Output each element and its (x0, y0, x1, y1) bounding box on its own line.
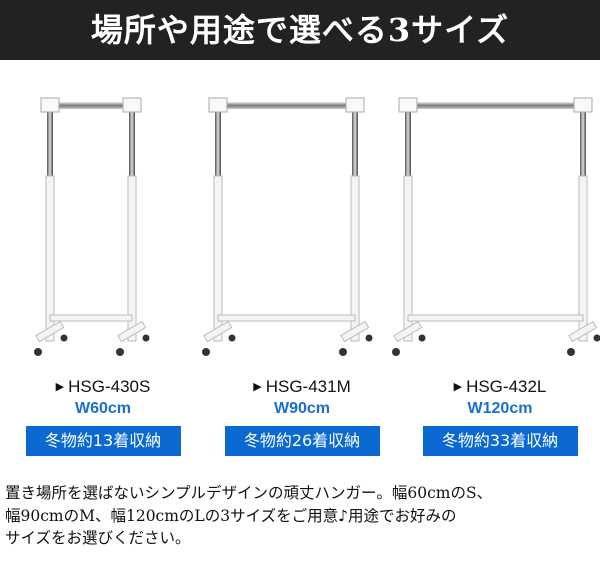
hanger-rack-images (34, 97, 600, 356)
capacity-badge: 冬物約26着収納 (224, 426, 380, 456)
caster-icon (567, 348, 575, 356)
width-label: W120cm (467, 400, 533, 417)
foot (203, 320, 233, 343)
connector (573, 97, 593, 113)
foot (393, 320, 423, 343)
capacity-badge: 冬物約33着収納 (422, 426, 578, 456)
foot (340, 320, 370, 343)
cross-bar (49, 314, 133, 322)
cross-bar (407, 314, 584, 322)
connector (345, 97, 365, 113)
caster-icon (392, 348, 400, 356)
triangle-right-icon: ▶ (453, 381, 463, 393)
connector (398, 97, 418, 113)
chrome-pole (47, 108, 53, 176)
connector (208, 97, 228, 113)
foot (568, 320, 598, 343)
caster-icon (34, 348, 42, 356)
width-label: W90cm (273, 400, 331, 417)
caster-icon (593, 334, 600, 342)
white-pole (45, 175, 55, 342)
chrome-pole (129, 108, 135, 176)
hanger-bar (408, 102, 583, 109)
capacity-badge: 冬物約13着収納 (25, 426, 181, 456)
caster-icon (202, 348, 210, 356)
model-name: HSG-432L (466, 377, 547, 396)
foot (35, 320, 65, 343)
white-pole (403, 175, 413, 342)
caster-icon (365, 334, 373, 342)
white-pole (350, 175, 360, 342)
triangle-right-icon: ▶ (253, 381, 262, 393)
product-large: ▶HSG-432L W120cm 冬物約33着収納 (400, 376, 600, 456)
chrome-pole (215, 108, 221, 176)
product-small: ▶HSG-430S W60cm 冬物約13着収納 (3, 376, 203, 456)
hanger-bar (218, 102, 355, 109)
foot (117, 320, 147, 343)
caster-icon (418, 334, 426, 342)
connector (122, 97, 142, 113)
chrome-pole (580, 108, 586, 176)
description: 置き場所を選ばないシンプルデザインの頑丈ハンガー。幅60cmのS、 幅90cmの… (5, 484, 493, 547)
white-pole (578, 175, 588, 342)
model-name: HSG-431M (265, 377, 351, 396)
caster-icon (60, 334, 68, 342)
product-medium: ▶HSG-431M W90cm 冬物約26着収納 (202, 376, 402, 456)
white-pole (213, 175, 223, 342)
chrome-pole (405, 108, 411, 176)
chrome-pole (352, 108, 358, 176)
width-label: W60cm (74, 400, 132, 417)
hanger-bar (50, 102, 132, 109)
caster-icon (142, 334, 150, 342)
caster-icon (116, 348, 124, 356)
cross-bar (217, 314, 356, 322)
model-name: HSG-430S (68, 377, 151, 396)
white-pole (127, 175, 137, 342)
connector (40, 97, 60, 113)
caster-icon (339, 348, 347, 356)
triangle-right-icon: ▶ (55, 381, 65, 393)
caster-icon (228, 334, 236, 342)
page-title: 場所や用途で選べる3サイズ (0, 0, 600, 60)
